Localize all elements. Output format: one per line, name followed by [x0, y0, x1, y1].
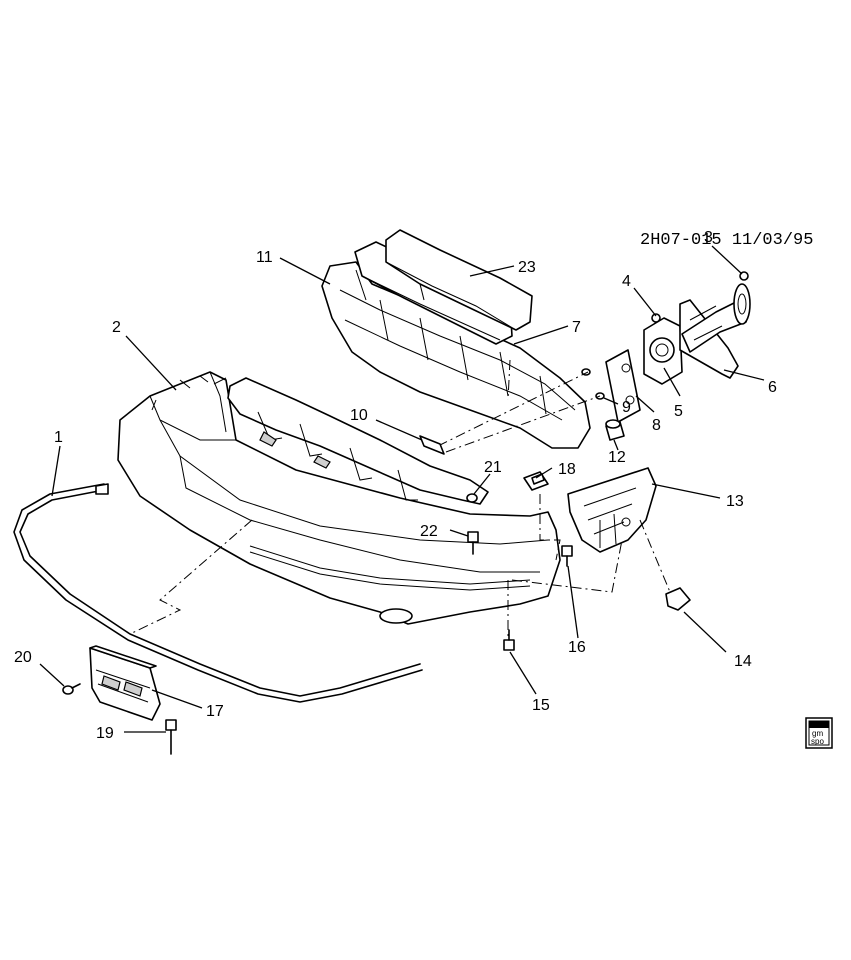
callout-23: 23	[518, 259, 536, 276]
gm-spo-logo: gm spo	[805, 717, 833, 749]
callout-22: 22	[420, 523, 438, 540]
bumper-fascia	[117, 371, 561, 625]
bolt-21	[466, 493, 478, 503]
clip-14	[665, 587, 691, 611]
callout-12: 12	[608, 449, 626, 466]
callout-13: 13	[726, 493, 744, 510]
callout-5: 5	[674, 403, 683, 420]
reference-code: 2H07-015 11/03/95	[640, 231, 813, 250]
callout-9: 9	[622, 399, 631, 416]
callout-19: 19	[96, 725, 114, 742]
logo-line2: spo	[811, 737, 824, 746]
impact-bracket	[643, 271, 751, 385]
screw-20	[62, 683, 81, 695]
callout-4: 4	[622, 273, 631, 290]
callout-14: 14	[734, 653, 752, 670]
callout-6: 6	[768, 379, 777, 396]
callout-2: 2	[112, 319, 121, 336]
callout-10: 10	[350, 407, 368, 424]
leader-lines	[39, 245, 765, 733]
clip-10	[419, 435, 445, 455]
bolt-22	[467, 531, 479, 555]
bumper-stop-12	[605, 419, 625, 441]
license-bracket-17	[89, 645, 161, 721]
top-pad-23	[385, 229, 533, 331]
logo-line1: gm	[812, 729, 823, 738]
reinforcement	[227, 377, 489, 505]
callout-3: 3	[704, 229, 713, 246]
callout-1: 1	[54, 429, 63, 446]
molding-strip-1	[13, 483, 423, 703]
callout-20: 20	[14, 649, 32, 666]
callouts: 1 2 3 4 5 6 7 8 9 10 11 12 13 14 15 16 1…	[14, 229, 777, 742]
assembly-lines	[129, 359, 671, 640]
callout-15: 15	[532, 697, 550, 714]
side-housing-13	[567, 467, 657, 553]
callout-8: 8	[652, 417, 661, 434]
bolt-16	[561, 545, 573, 567]
bolt-15	[503, 629, 515, 651]
callout-7: 7	[572, 319, 581, 336]
callout-17: 17	[206, 703, 224, 720]
callout-11: 11	[256, 249, 273, 266]
stud-19	[165, 719, 177, 755]
callout-21: 21	[484, 459, 502, 476]
nut-18	[523, 471, 549, 491]
callout-18: 18	[558, 461, 576, 478]
callout-16: 16	[568, 639, 586, 656]
